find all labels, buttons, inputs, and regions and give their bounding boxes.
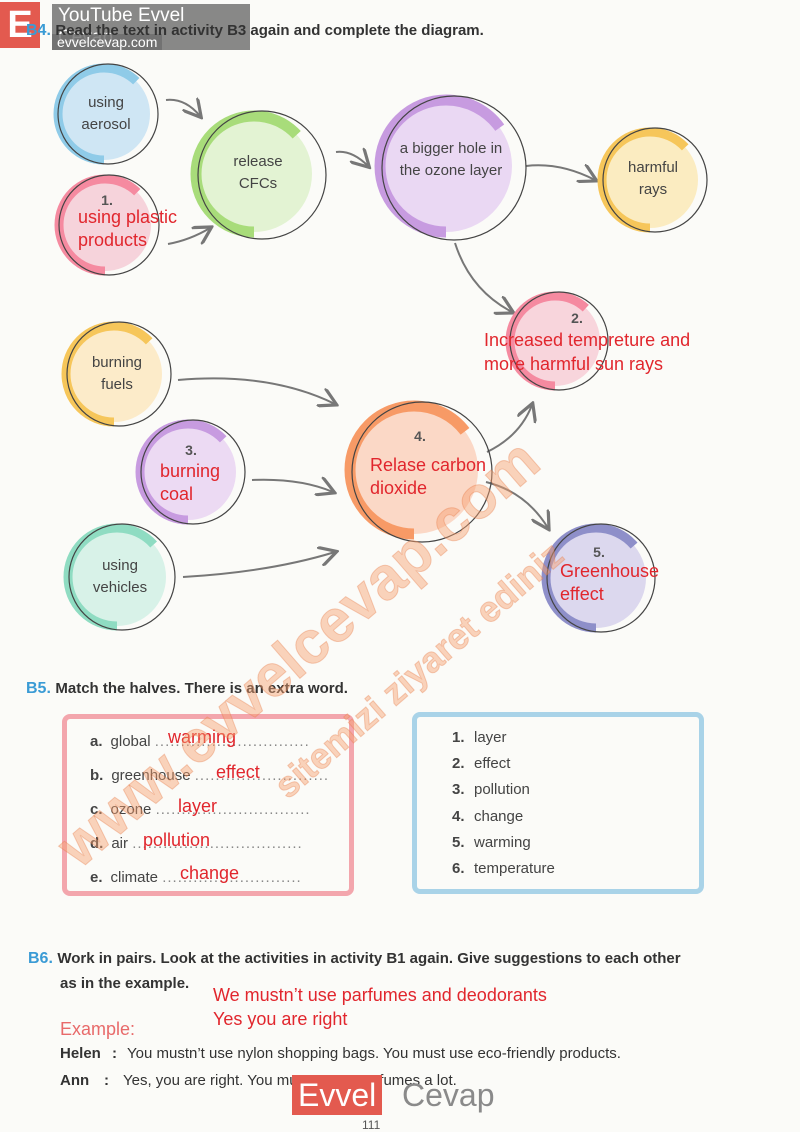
node-fuels: burning fuels <box>60 318 174 430</box>
node-temp-number: 2. <box>571 310 583 326</box>
node-cfcs: release CFCs <box>188 108 338 242</box>
node-coal-answer: burning coal <box>160 461 221 504</box>
footer-brand: Evvel Cevap <box>292 1075 512 1115</box>
node-temp-answer: Increased tempreture and more harmful su… <box>484 330 691 374</box>
node-greenhouse-number: 5. <box>593 544 605 560</box>
node-carbon: 4. Relase carbon dioxide <box>342 396 498 548</box>
b4-instruction: Read the text in activity B3 again and c… <box>55 22 484 39</box>
b6-instruction-1: Work in pairs. Look at the activities in… <box>57 950 681 967</box>
option-4: 4.change <box>452 808 524 825</box>
node-coal-number: 3. <box>185 442 197 458</box>
option-6: 6.temperature <box>452 860 555 877</box>
arrow-carbon-temp <box>486 405 532 453</box>
option-2: 2.effect <box>452 755 511 772</box>
option-5: 5.warming <box>452 834 531 851</box>
node-plastic-answer: using plastic products <box>78 207 178 250</box>
arrow-hole-temp <box>454 242 512 312</box>
arrow-vehicles-carbon <box>182 552 335 578</box>
footer-brand-right: Cevap <box>402 1077 495 1113</box>
match-row-d: d.air ................................. <box>90 835 303 852</box>
arrow-fuels-carbon <box>177 377 335 404</box>
node-harmful: harmful rays <box>596 124 710 236</box>
header-badge: E YouTube Evvel Cevap evvelcevap.com <box>0 0 250 52</box>
arrow-cfcs-hole <box>335 152 368 166</box>
arrow-hole-harmful <box>525 165 595 180</box>
node-carbon-answer: Relase carbon dioxide <box>370 455 487 498</box>
dialog-line-helen: Helen:You mustn’t use nylon shopping bag… <box>60 1045 621 1062</box>
option-3: 3.pollution <box>452 781 530 798</box>
node-vehicles: using vehicles <box>62 520 178 634</box>
node-aerosol-text: using aerosol <box>81 94 131 133</box>
match-answer-c: layer <box>178 796 218 816</box>
node-coal: 3. burning coal <box>134 416 248 528</box>
b5-instruction: Match the halves. There is an extra word… <box>55 680 348 697</box>
node-greenhouse-answer: Greenhouse effect <box>560 561 660 604</box>
b5-right-box <box>412 712 704 894</box>
match-row-c: c.ozone .............................. <box>90 801 311 818</box>
node-hole-text: a bigger hole in the ozone layer <box>399 140 503 179</box>
b5-label: B5. <box>26 680 51 697</box>
node-vehicles-text: using vehicles <box>92 557 148 596</box>
b4-label: B4. <box>26 22 51 39</box>
footer-brand-left: Evvel <box>292 1075 383 1115</box>
page-number: 111 <box>362 1118 381 1132</box>
arrow-aerosol-cfcs <box>165 100 200 116</box>
brand-logo: E <box>0 2 40 48</box>
node-carbon-number: 4. <box>414 428 426 444</box>
match-answer-a: warming <box>168 727 237 747</box>
b4-heading: B4. Read the text in activity B3 again a… <box>26 22 484 40</box>
node-plastic: 1. using plastic products <box>52 170 177 280</box>
b6-heading: B6. Work in pairs. Look at the activitie… <box>28 950 728 968</box>
match-row-e: e.climate ........................... <box>90 869 302 886</box>
b5-heading: B5. Match the halves. There is an extra … <box>26 680 348 698</box>
node-fuels-text: burning fuels <box>91 354 143 393</box>
node-aerosol: using aerosol <box>52 60 160 168</box>
example-label: Example: <box>60 1019 136 1039</box>
option-1: 1.layer <box>452 729 507 746</box>
site-url: evvelcevap.com <box>52 34 163 50</box>
arrow-coal-carbon <box>251 480 333 492</box>
match-answer-e: change <box>180 863 240 883</box>
arrow-carbon-greenhouse <box>485 481 548 528</box>
node-greenhouse: 5. Greenhouse effect <box>540 520 659 636</box>
node-hole: a bigger hole in the ozone layer <box>372 90 530 246</box>
match-row-b: b.greenhouse .......................... <box>90 767 330 784</box>
b6-answer-2: Yes you are right <box>213 1009 348 1029</box>
node-plastic-number: 1. <box>101 192 113 208</box>
match-answer-d: pollution <box>143 830 211 850</box>
node-harmful-text: harmful rays <box>627 159 679 198</box>
match-row-a: a.global .............................. <box>90 733 310 750</box>
node-temp: 2. <box>504 288 610 394</box>
diagram-arrows <box>165 0 800 578</box>
b6-instruction-2: as in the example. <box>60 975 190 992</box>
b6-label: B6. <box>28 950 53 967</box>
arrow-plastic-cfcs <box>167 228 210 245</box>
b6-answer-1: We mustn’t use parfumes and deodorants <box>213 985 547 1005</box>
node-cfcs-text: release CFCs <box>233 153 283 192</box>
b5-left-box <box>62 714 354 896</box>
match-answer-b: effect <box>216 762 260 782</box>
